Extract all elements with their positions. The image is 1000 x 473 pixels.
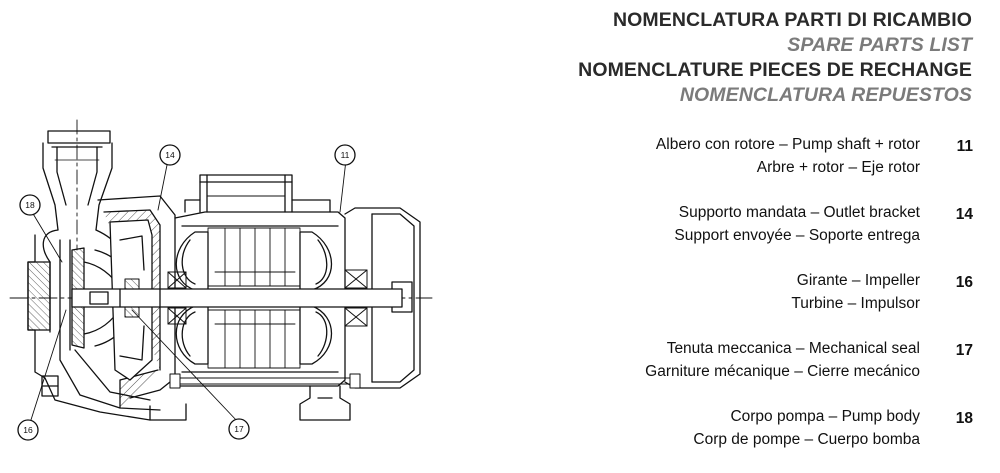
pump-body [27,229,187,421]
outlet-port [42,130,113,231]
parts-list: Albero con rotore – Pump shaft + rotor A… [560,133,980,473]
mechanical-seal [124,278,140,318]
callout-18-label: 18 [25,200,35,210]
part-item: Girante – Impeller Turbine – Impulsor 16 [560,269,980,337]
callout-17-label: 17 [234,424,244,434]
part-number: 18 [955,410,973,427]
leader-lines [29,159,347,424]
part-item: Corpo pompa – Pump body Corp de pompe – … [560,405,980,473]
part-description: Corpo pompa – Pump body Corp de pompe – … [693,408,920,448]
part-description: Tenuta meccanica – Mechanical seal Garni… [645,340,920,380]
title-english: SPARE PARTS LIST [787,34,972,56]
part-item: Tenuta meccanica – Mechanical seal Garni… [560,337,980,405]
pump-shaft [71,288,403,308]
bearings [167,269,368,327]
callout-11-label: 11 [341,150,350,160]
callout-16-label: 16 [23,425,33,435]
part-number: 17 [955,342,973,359]
part-item: Supporto mandata – Outlet bracket Suppor… [560,201,980,269]
title-block: NOMENCLATURA PARTI DI RICAMBIO SPARE PAR… [578,8,972,108]
motor-housing [174,174,421,389]
callout-11 [334,144,356,166]
part-number: 11 [956,138,973,155]
motor-foot [299,385,351,421]
callout-14-label: 14 [165,150,175,160]
callout-17 [228,418,250,440]
part-item: Albero con rotore – Pump shaft + rotor A… [560,133,980,201]
title-italian: NOMENCLATURA PARTI DI RICAMBIO [612,9,972,31]
title-spanish: NOMENCLATURA REPUESTOS [679,84,972,106]
part-description: Albero con rotore – Pump shaft + rotor A… [655,136,920,176]
pump-cross-section-drawing: 14 11 18 16 17 [9,119,433,441]
stator-windings [175,231,333,365]
callout-14 [159,144,181,166]
part-description: Supporto mandata – Outlet bracket Suppor… [674,204,920,244]
callout-18 [19,194,41,216]
part-description: Girante – Impeller Turbine – Impulsor [791,272,920,312]
part-number: 14 [955,206,973,223]
callout-16 [17,419,39,441]
title-french: NOMENCLATURE PIECES DE RECHANGE [578,59,972,81]
part-number: 16 [955,274,973,291]
